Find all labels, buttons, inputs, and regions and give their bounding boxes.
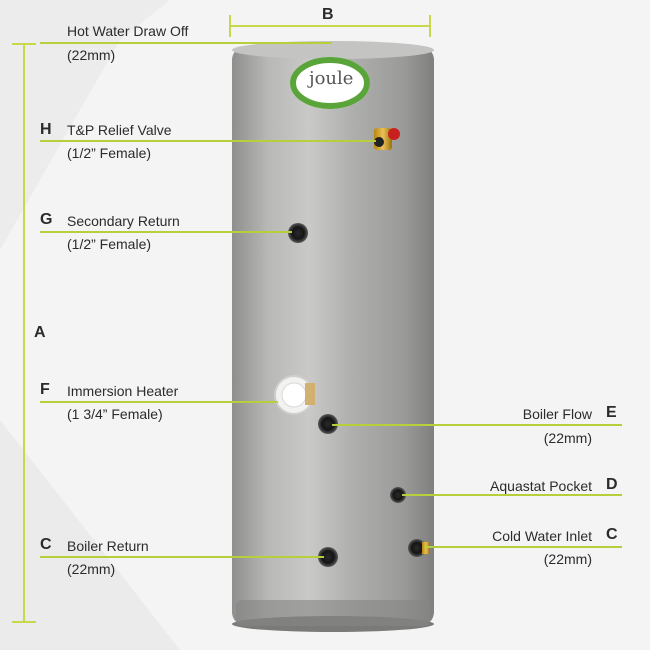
leader-line-secondary-return [40,231,292,233]
leader-line-boiler-flow [332,424,622,426]
label-cold-water-name: Cold Water Inlet [492,528,592,544]
label-boiler-return-spec: (22mm) [67,561,116,577]
label-hot-water-spec: (22mm) [67,47,116,63]
label-aquastat-name: Aquastat Pocket [490,478,592,494]
dimension-b-line [229,15,431,37]
letter-d: D [606,476,618,493]
background-shape [0,0,170,250]
leader-line-boiler-return [40,556,324,558]
secondary-return-fitting [288,223,308,243]
label-immersion-heater-spec: (1 3/4” Female) [67,406,163,422]
letter-g: G [40,211,53,228]
cold-water-inlet-fitting [408,539,430,557]
letter-e: E [606,404,617,421]
cylinder-body [232,41,434,632]
letter-f: F [40,381,50,398]
immersion-heater-fitting [274,375,315,415]
label-boiler-flow-name: Boiler Flow [522,406,592,422]
leader-line-tp-relief [40,140,376,142]
label-secondary-return-spec: (1/2” Female) [67,236,152,252]
joule-logo [290,57,370,109]
label-tp-relief-spec: (1/2” Female) [67,145,152,161]
leader-line-hot-water [40,42,332,44]
boiler-return-fitting [318,547,338,567]
label-immersion-heater-name: Immersion Heater [67,383,179,399]
boiler-flow-fitting [318,414,338,434]
logo-text: joule [309,68,354,89]
leader-line-aquastat [402,494,622,496]
background-shape [0,420,180,650]
label-secondary-return-name: Secondary Return [67,213,180,229]
letter-h: H [40,121,52,138]
label-boiler-flow-spec: (22mm) [543,430,592,446]
leader-line-cold-water [424,546,622,548]
dimension-a-label: A [34,324,46,341]
label-cold-water-spec: (22mm) [543,551,592,567]
leader-line-immersion-heater [40,401,278,403]
letter-c-boiler-return: C [40,536,52,553]
aquastat-pocket-fitting [390,487,406,503]
dimension-b-label: B [322,6,334,23]
label-boiler-return-name: Boiler Return [67,538,149,554]
dimension-a-line [12,43,36,623]
tp-relief-valve-fitting [374,128,400,150]
label-tp-relief-name: T&P Relief Valve [67,122,172,138]
label-hot-water-name: Hot Water Draw Off [67,23,189,39]
letter-c-cold-water: C [606,526,618,543]
